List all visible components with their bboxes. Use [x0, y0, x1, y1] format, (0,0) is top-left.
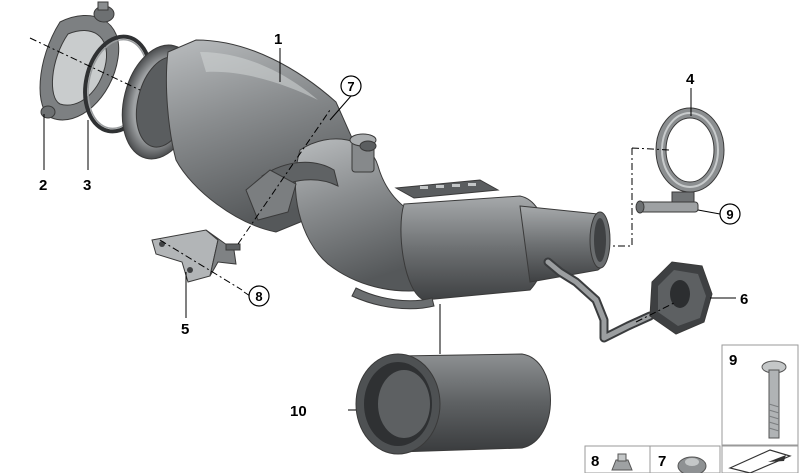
assembly-lines: [29, 37, 677, 323]
callout-7-circled: 7: [340, 75, 362, 97]
callout-9: 9: [726, 207, 733, 222]
inset-nut-8: 8: [584, 445, 651, 473]
sleeve-part: [355, 353, 551, 455]
callout-2: 2: [39, 177, 47, 194]
inset-7-label: 7: [658, 453, 666, 470]
hanger-rod-part: [543, 257, 655, 343]
inset-panels: 9 8 7: [584, 344, 799, 473]
inset-nut-7: 7: [649, 445, 721, 473]
callout-7: 7: [347, 79, 354, 94]
callout-1: 1: [274, 31, 282, 48]
catalytic-converter-part: [121, 39, 611, 310]
bracket-part: [151, 229, 241, 283]
flange-plate-part: [39, 1, 120, 121]
inset-symbol: [721, 445, 799, 473]
inset-9-label: 9: [729, 352, 737, 369]
rubber-mount-part: [649, 261, 713, 335]
callout-9-circled: 9: [719, 203, 741, 225]
callout-8: 8: [255, 289, 262, 304]
callout-4: 4: [686, 71, 695, 88]
callout-6: 6: [740, 291, 748, 308]
inset-bolt: 9: [721, 344, 799, 446]
callout-10: 10: [290, 403, 307, 420]
leader-lines: [43, 48, 736, 411]
inset-8-label: 8: [591, 453, 599, 470]
callout-5: 5: [181, 321, 189, 338]
callouts: 1 2 3 4 5 6 7 8 9 10: [39, 31, 748, 420]
callout-8-circled: 8: [248, 285, 270, 307]
v-band-clamp-part: [635, 107, 725, 214]
callout-3: 3: [83, 177, 91, 194]
